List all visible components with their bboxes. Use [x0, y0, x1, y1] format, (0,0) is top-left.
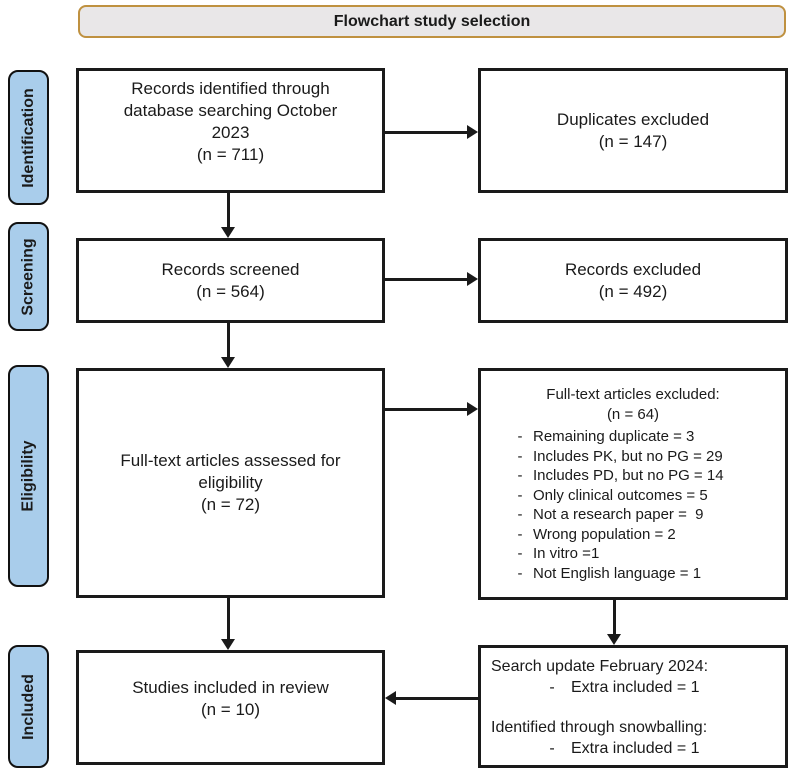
list-item: -Only clinical outcomes = 5 [507, 486, 785, 506]
studies-included-text: Studies included in review (n = 10) [132, 677, 329, 719]
list-item: -Includes PD, but no PG = 14 [507, 466, 785, 486]
list-item-text: Only clinical outcomes = 5 [533, 486, 708, 504]
bullet-dash: - [549, 679, 555, 696]
list-item: -Not a research paper = 9 [507, 505, 785, 525]
search-update-group: Search update February 2024: -Extra incl… [491, 656, 779, 698]
list-item: -Not English language = 1 [507, 564, 785, 584]
list-item: -Includes PK, but no PG = 29 [507, 447, 785, 467]
stage-label-included-text: Included [19, 673, 37, 740]
duplicates-excluded-text: Duplicates excluded (n = 147) [556, 109, 710, 151]
records-identified-text: Records identified through database sear… [123, 79, 338, 164]
records-excluded-text: Records excluded (n = 492) [564, 259, 702, 301]
full-text-excluded-list: -Remaining duplicate = 3 -Includes PK, b… [481, 427, 785, 583]
box-search-update: Search update February 2024: -Extra incl… [478, 645, 788, 768]
stage-label-eligibility: Eligibility [8, 365, 49, 587]
snowballing-heading: Identified through snowballing: [491, 719, 708, 736]
stage-label-screening: Screening [8, 222, 49, 331]
list-item: -Remaining duplicate = 3 [507, 427, 785, 447]
stage-label-included: Included [8, 645, 49, 768]
bullet-dash: - [517, 428, 523, 445]
bullet-dash: - [517, 486, 523, 504]
stage-label-screening-text: Screening [19, 237, 37, 316]
list-item-text: Includes PK, but no PG = 29 [533, 447, 723, 465]
box-studies-included: Studies included in review (n = 10) [76, 650, 385, 765]
box-full-text-assessed: Full-text articles assessed for eligibil… [76, 368, 385, 598]
search-update-list: -Extra included = 1 [491, 677, 779, 698]
list-item: -Extra included = 1 [533, 677, 779, 698]
full-text-assessed-text: Full-text articles assessed for eligibil… [120, 451, 341, 514]
bullet-dash: - [517, 545, 523, 562]
search-update-heading: Search update February 2024: [491, 658, 709, 675]
box-duplicates-excluded: Duplicates excluded (n = 147) [478, 68, 788, 193]
list-item-text: Wrong population = 2 [533, 525, 676, 543]
full-text-excluded-heading: Full-text articles excluded: (n = 64) [546, 386, 720, 423]
bullet-dash: - [517, 506, 523, 523]
stage-label-identification: Identification [8, 70, 49, 205]
bullet-dash: - [517, 467, 523, 484]
snowballing-group: Identified through snowballing: -Extra i… [491, 717, 779, 759]
box-full-text-excluded: Full-text articles excluded: (n = 64) -R… [478, 368, 788, 600]
flowchart-title-text: Flowchart study selection [333, 12, 531, 30]
flowchart-title: Flowchart study selection [78, 5, 786, 38]
list-item-text: In vitro =1 [533, 545, 600, 562]
list-item-text: Extra included = 1 [571, 679, 700, 696]
records-screened-text: Records screened (n = 564) [161, 259, 300, 301]
bullet-dash: - [549, 740, 555, 757]
bullet-dash: - [517, 564, 523, 582]
box-records-screened: Records screened (n = 564) [76, 238, 385, 323]
list-item: -In vitro =1 [507, 544, 785, 564]
list-item-text: Includes PD, but no PG = 14 [533, 467, 724, 484]
list-item: -Extra included = 1 [533, 738, 779, 759]
list-item-text: Not a research paper = 9 [533, 506, 704, 523]
list-item-text: Remaining duplicate = 3 [533, 428, 695, 445]
stage-label-identification-text: Identification [19, 87, 37, 188]
box-records-identified: Records identified through database sear… [76, 68, 385, 193]
stage-label-eligibility-text: Eligibility [19, 440, 37, 512]
bullet-dash: - [517, 447, 523, 465]
list-item: -Wrong population = 2 [507, 525, 785, 545]
list-item-text: Not English language = 1 [533, 564, 702, 582]
list-item-text: Extra included = 1 [571, 740, 700, 757]
bullet-dash: - [517, 525, 523, 543]
snowballing-list: -Extra included = 1 [491, 738, 779, 759]
box-records-excluded: Records excluded (n = 492) [478, 238, 788, 323]
